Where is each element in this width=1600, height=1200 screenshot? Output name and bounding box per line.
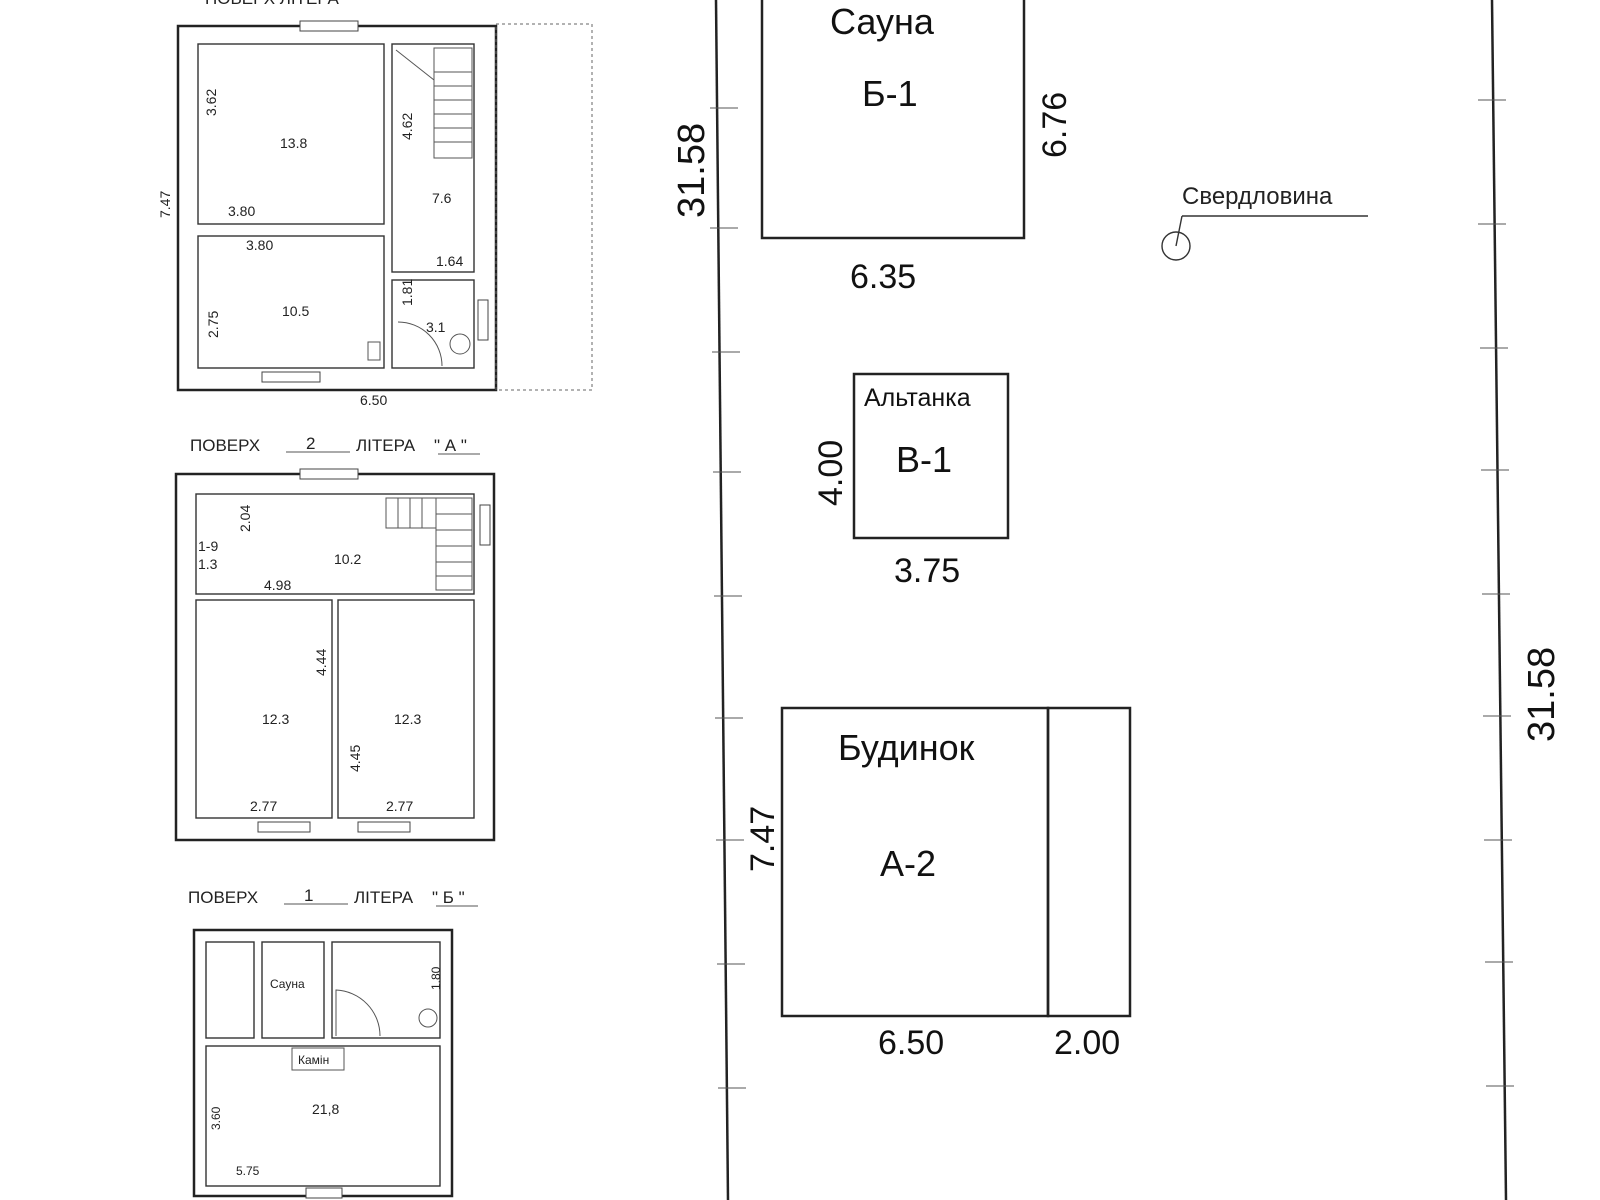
fireplace-box — [291, 1047, 345, 1071]
plot-left-ticks — [710, 107, 746, 1089]
room-area-label: 12.3 — [262, 711, 289, 727]
room-3-1 — [391, 279, 475, 369]
room-7-6 — [391, 43, 475, 273]
dimension-label: 1-9 — [198, 538, 218, 554]
dimension-label: 6.50 — [360, 392, 387, 408]
window-icon — [479, 504, 491, 546]
room-area-label: 10.2 — [334, 551, 361, 567]
dimension-label: 1.81 — [399, 279, 415, 306]
window-icon — [261, 371, 321, 383]
sauna-room — [261, 941, 325, 1039]
plan-top: ПОВЕРХ ЛІТЕРА 13.8 10.5 7.6 — [157, 0, 593, 408]
dimension-label: 3.80 — [228, 203, 255, 219]
plan-a2-letter: " А " — [434, 436, 467, 455]
plan-a2-outer-wall — [174, 472, 496, 842]
room-name-label: Сауна — [270, 977, 305, 991]
stairs-icon — [385, 497, 473, 591]
dimension-label: 2.77 — [250, 798, 277, 814]
window-icon — [299, 468, 359, 480]
plan-a2-header-mid: ЛІТЕРА — [356, 436, 416, 455]
room-area-label: 12.3 — [394, 711, 421, 727]
well-label: Свердловина — [1182, 183, 1333, 210]
sauna-code: Б-1 — [862, 73, 918, 114]
room-12-3-left — [195, 599, 333, 819]
dimension-label: 4.98 — [264, 577, 291, 593]
dimension-label: 3.60 — [209, 1106, 223, 1130]
dimension-label: 7.47 — [744, 806, 782, 872]
dimension-label: 6.76 — [1036, 92, 1074, 158]
plan-b1-floor-number: 1 — [304, 886, 313, 905]
dimension-label: 3.75 — [894, 552, 960, 590]
room-area-label: 10.5 — [282, 303, 309, 319]
dimension-label: 4.44 — [313, 649, 329, 676]
dimension-label: 4.62 — [399, 113, 415, 140]
plan-top-outer-wall — [176, 24, 498, 392]
shower-room — [331, 941, 441, 1039]
window-icon — [357, 821, 411, 833]
house-code: А-2 — [880, 843, 936, 884]
room-area-label: 7.6 — [432, 190, 452, 206]
toilet-icon — [449, 333, 471, 355]
dimension-label: 7.47 — [157, 191, 173, 218]
house-annex — [1046, 706, 1132, 1018]
stairs-icon — [395, 47, 473, 159]
dimension-label: 1.3 — [198, 556, 218, 572]
site-plan: Сауна Б-1 6.35 6.76 31.58 Свердловина Ал… — [671, 0, 1563, 1200]
plot-right-ticks — [1478, 99, 1514, 1087]
sink-icon — [367, 341, 381, 361]
door-swing-icon — [397, 321, 443, 367]
room-10-5 — [197, 235, 385, 369]
gazebo-name: Альтанка — [864, 384, 971, 412]
door-swing-icon — [335, 989, 381, 1037]
storage-room — [205, 941, 255, 1039]
house-name: Будинок — [838, 727, 975, 768]
plot-left-length: 31.58 — [671, 123, 713, 218]
window-icon — [299, 20, 359, 32]
dimension-label: 3.80 — [246, 237, 273, 253]
gazebo-code: В-1 — [896, 439, 952, 480]
dimension-label: 4.45 — [347, 745, 363, 772]
sauna-name: Сауна — [830, 1, 935, 42]
plan-b1-letter: " Б " — [432, 888, 465, 907]
plan-top-annex-dashed — [495, 23, 593, 391]
window-icon — [477, 299, 489, 341]
room-12-3-right — [337, 599, 475, 819]
plot-right-length: 31.58 — [1521, 647, 1563, 742]
well-marker — [1161, 215, 1368, 261]
room-name-label: Камін — [298, 1053, 329, 1067]
dimension-label: 4.00 — [812, 440, 850, 506]
room-10-2 — [195, 493, 475, 595]
dimension-label: 3.62 — [203, 89, 219, 116]
dimension-label: 6.50 — [878, 1024, 944, 1062]
plan-top-header: ПОВЕРХ ЛІТЕРА — [205, 0, 340, 8]
room-area-label: 21,8 — [312, 1101, 339, 1117]
toilet-icon — [418, 1008, 438, 1028]
window-icon — [305, 1187, 343, 1199]
dimension-label: 2.77 — [386, 798, 413, 814]
dimension-label: 5.75 — [236, 1164, 260, 1178]
room-13-8 — [197, 43, 385, 225]
plan-b1-header-prefix: ПОВЕРХ — [188, 888, 258, 907]
room-area-label: 3.1 — [426, 319, 446, 335]
dimension-label: 2.75 — [205, 311, 221, 338]
dimension-label: 6.35 — [850, 258, 916, 296]
plan-a2: ПОВЕРХ 2 ЛІТЕРА " А " 10.2 12.3 12.3 2.0… — [174, 434, 496, 842]
plot-right-boundary — [1490, 0, 1508, 1200]
well-icon — [1161, 231, 1191, 261]
room-area-label: 13.8 — [280, 135, 307, 151]
window-icon — [257, 821, 311, 833]
sauna-building — [760, 0, 1026, 240]
gazebo-building — [852, 372, 1010, 540]
room-21-8 — [205, 1045, 441, 1187]
plan-a2-header-prefix: ПОВЕРХ — [190, 436, 260, 455]
plan-a2-floor-number: 2 — [306, 434, 315, 453]
plot-left-boundary — [714, 0, 730, 1200]
plan-b1: ПОВЕРХ 1 ЛІТЕРА " Б " Сауна Камін 21,8 1… — [188, 886, 478, 1199]
dimension-label: 1.64 — [436, 253, 463, 269]
dimension-label: 1.80 — [429, 966, 443, 990]
plan-b1-header-mid: ЛІТЕРА — [354, 888, 414, 907]
dimension-label: 2.04 — [237, 505, 253, 532]
dimension-label: 2.00 — [1054, 1024, 1120, 1062]
